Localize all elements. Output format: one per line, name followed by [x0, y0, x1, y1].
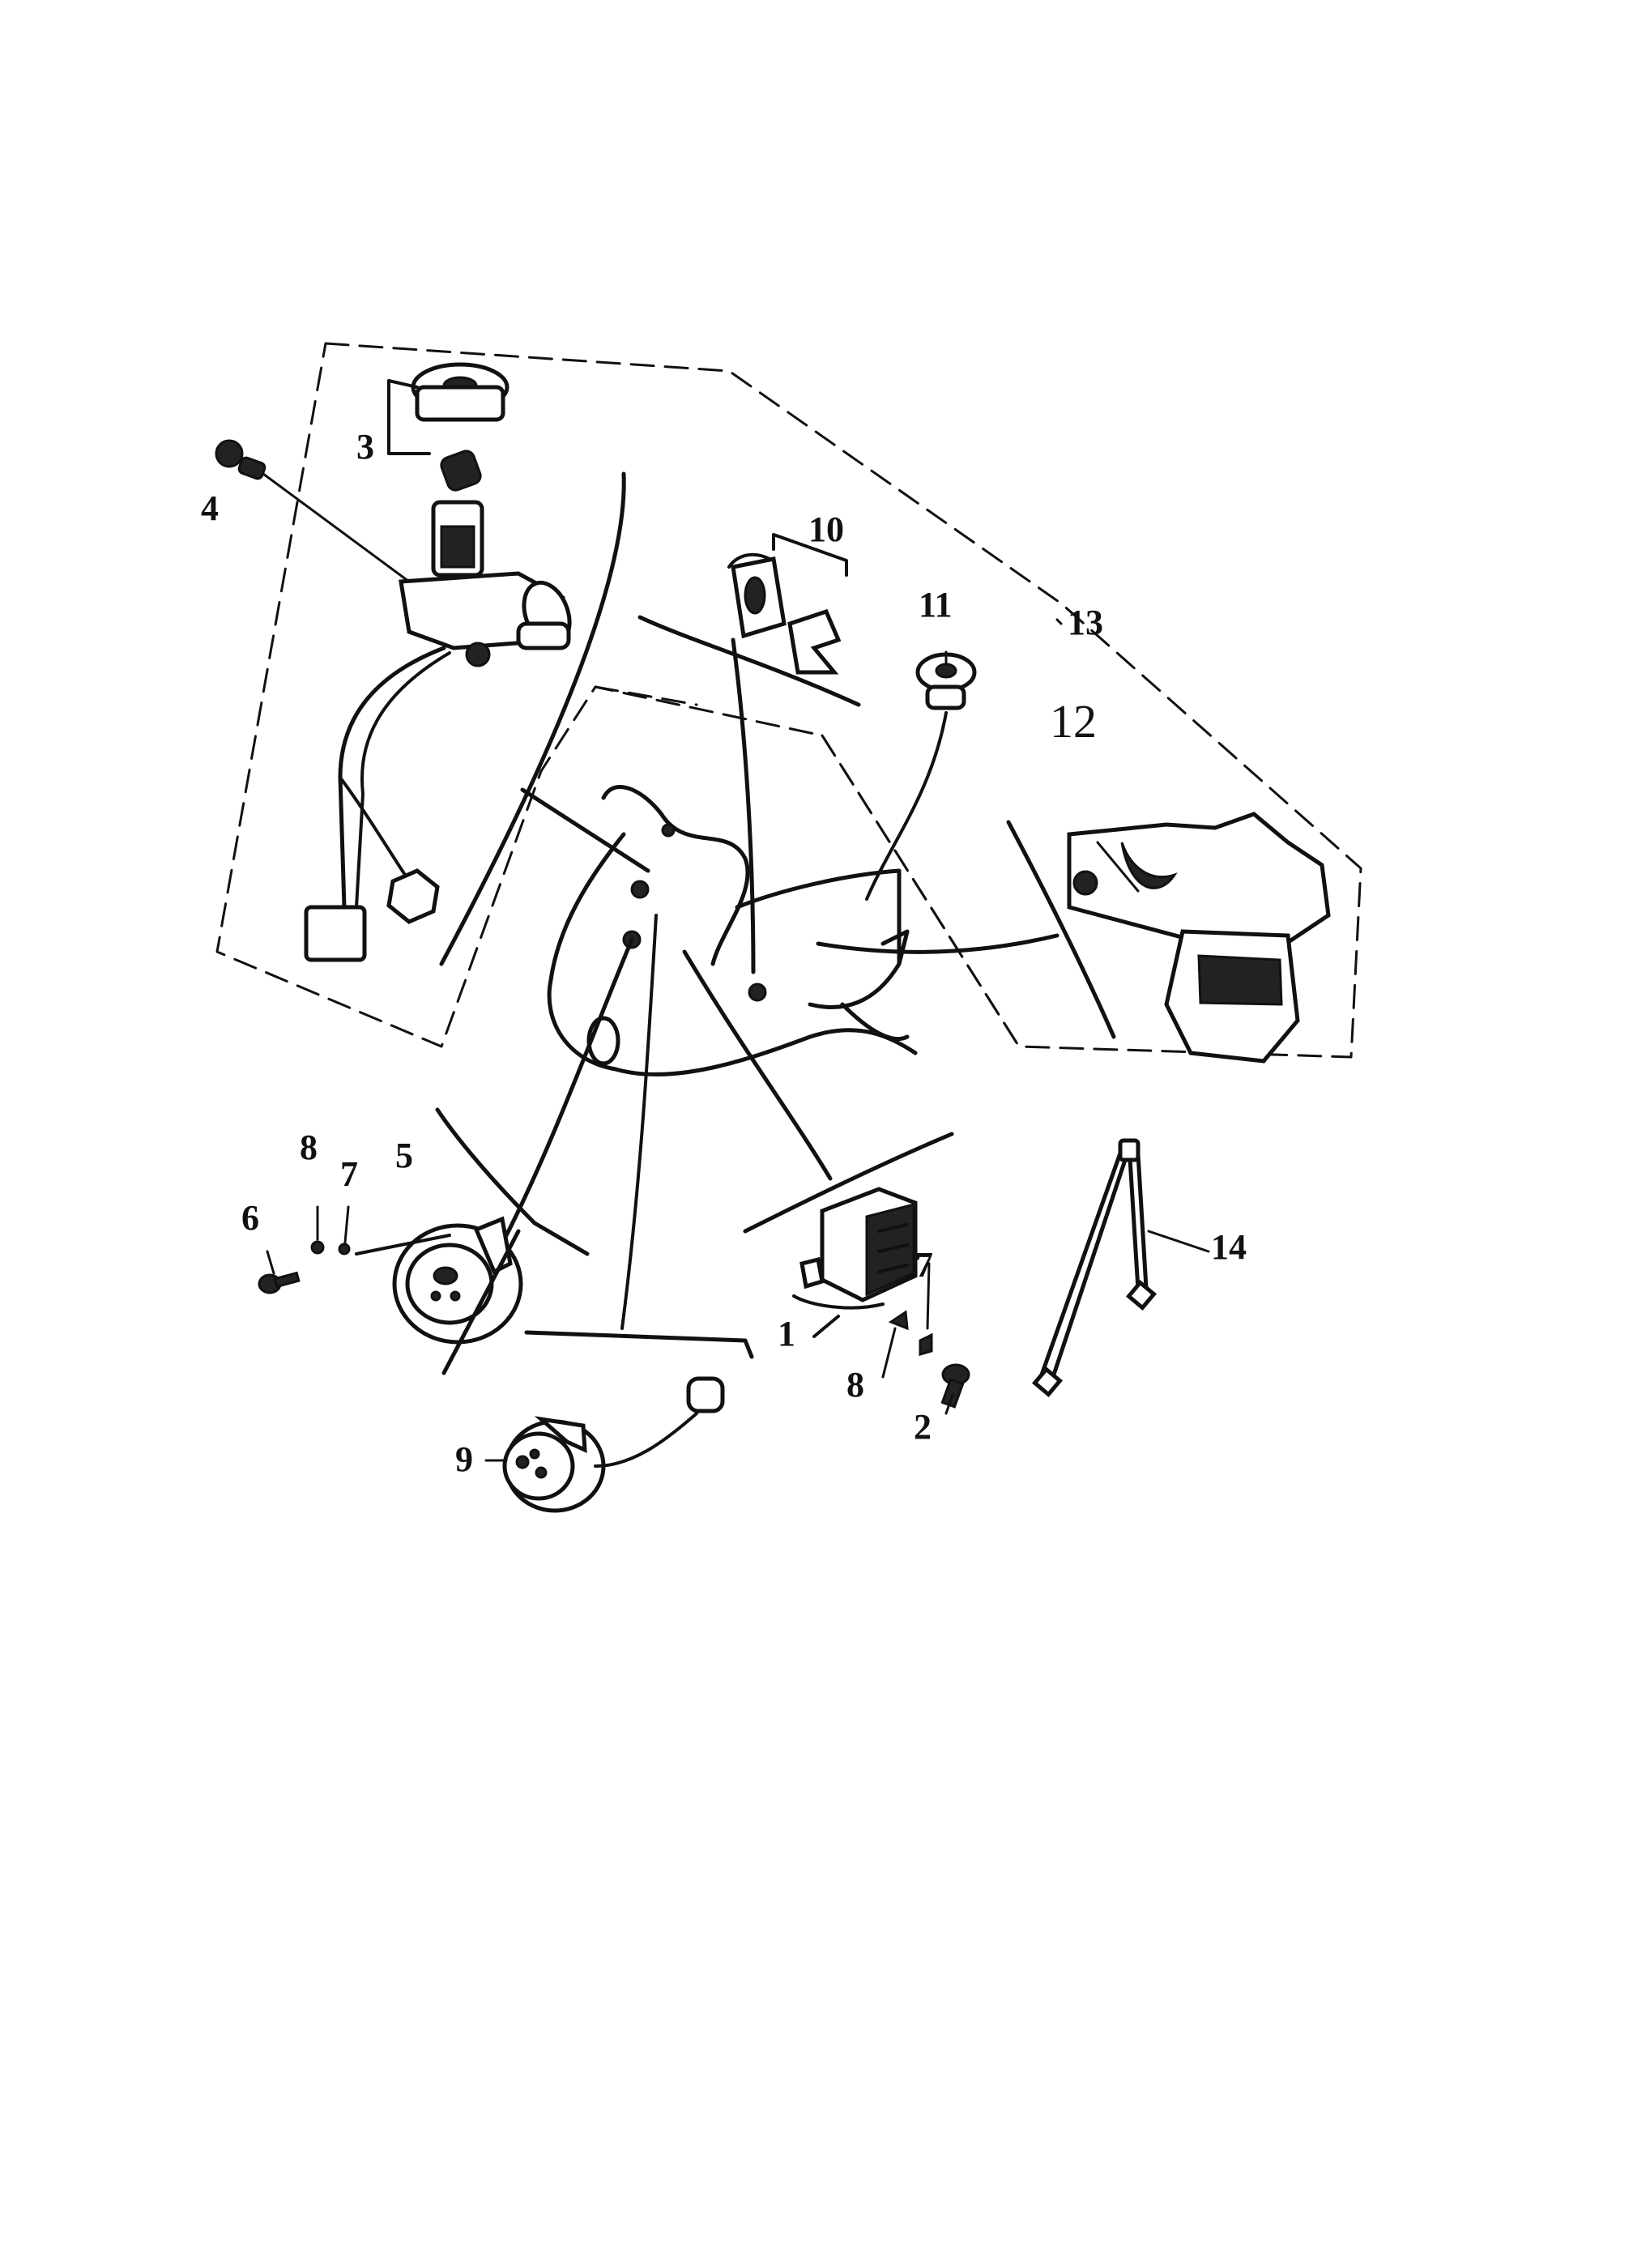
callout-5: 5 — [395, 1136, 413, 1175]
washer-part-8-right — [888, 1310, 909, 1331]
cable-tie-part-14 — [1031, 1138, 1158, 1398]
ignition-switch-part-3 — [399, 362, 572, 667]
callout-11: 11 — [919, 585, 953, 625]
bolt-part-4 — [215, 439, 411, 583]
callout-10: 10 — [808, 509, 844, 549]
callout-9: 9 — [455, 1439, 473, 1479]
callout-8-left: 8 — [300, 1128, 318, 1167]
connector-hex — [386, 868, 440, 924]
assembly-outline-13 — [215, 342, 1362, 1059]
washer-part-7-left — [338, 1243, 351, 1256]
clip-set-part-10 — [727, 552, 842, 675]
connector-plug — [304, 905, 367, 962]
callout-8-right: 8 — [846, 1365, 864, 1405]
regulator-part-12 — [1067, 812, 1331, 1064]
sensor-part-9 — [502, 1416, 606, 1513]
screw-part-6 — [258, 1271, 301, 1294]
relay-part-1 — [799, 1187, 918, 1302]
callout-6: 6 — [241, 1198, 259, 1238]
callout-12: 12 — [1050, 695, 1097, 748]
washer-part-7-right — [919, 1332, 933, 1356]
callout-7-right: 7 — [915, 1245, 933, 1285]
sensor-connector — [686, 1376, 725, 1413]
callout-7-left: 7 — [340, 1154, 358, 1194]
callout-1: 1 — [778, 1314, 795, 1354]
wire-harness — [547, 785, 1059, 1076]
grommet-part-11 — [915, 652, 977, 710]
bolt-part-2 — [940, 1363, 970, 1409]
callout-4: 4 — [201, 488, 219, 528]
callout-3: 3 — [356, 427, 374, 467]
callout-2: 2 — [914, 1407, 932, 1447]
horn-part-5 — [392, 1216, 523, 1345]
callout-14: 14 — [1211, 1227, 1247, 1267]
washer-part-8-left — [310, 1240, 325, 1255]
callout-13: 13 — [1068, 603, 1103, 642]
